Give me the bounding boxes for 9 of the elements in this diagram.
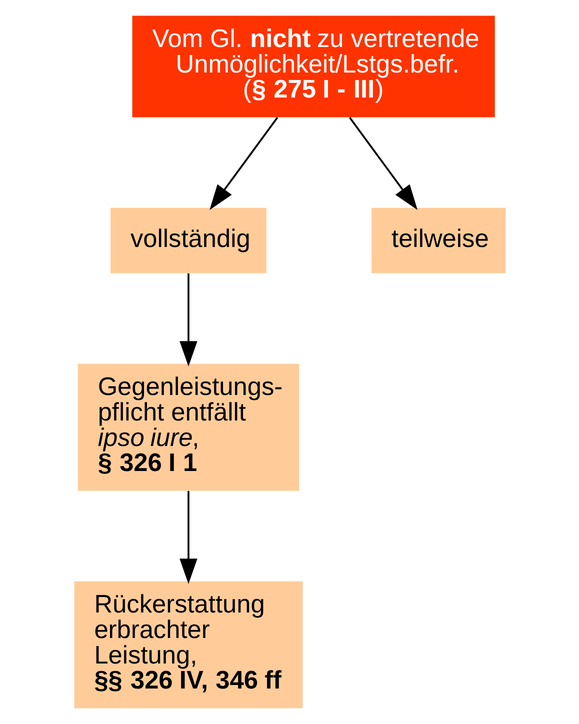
node-box: Gegenleistungs- pflicht entfällt ipso iure, § 326 I 1 (77, 364, 299, 491)
arrow (209, 117, 278, 210)
node-box: vollständig (110, 208, 266, 274)
arrow (179, 273, 197, 367)
arrow (179, 490, 197, 584)
node-box: teilweise (371, 208, 506, 274)
node-box: Rückerstattung erbrachter Leistung, §§ 326 IV, 346 ff (74, 581, 302, 708)
node-box: Vom Gl. nicht zu vertretende Unmöglichkeit/Lstgs.befr. (§ 275 I - III) (132, 16, 494, 118)
arrow (348, 117, 418, 210)
